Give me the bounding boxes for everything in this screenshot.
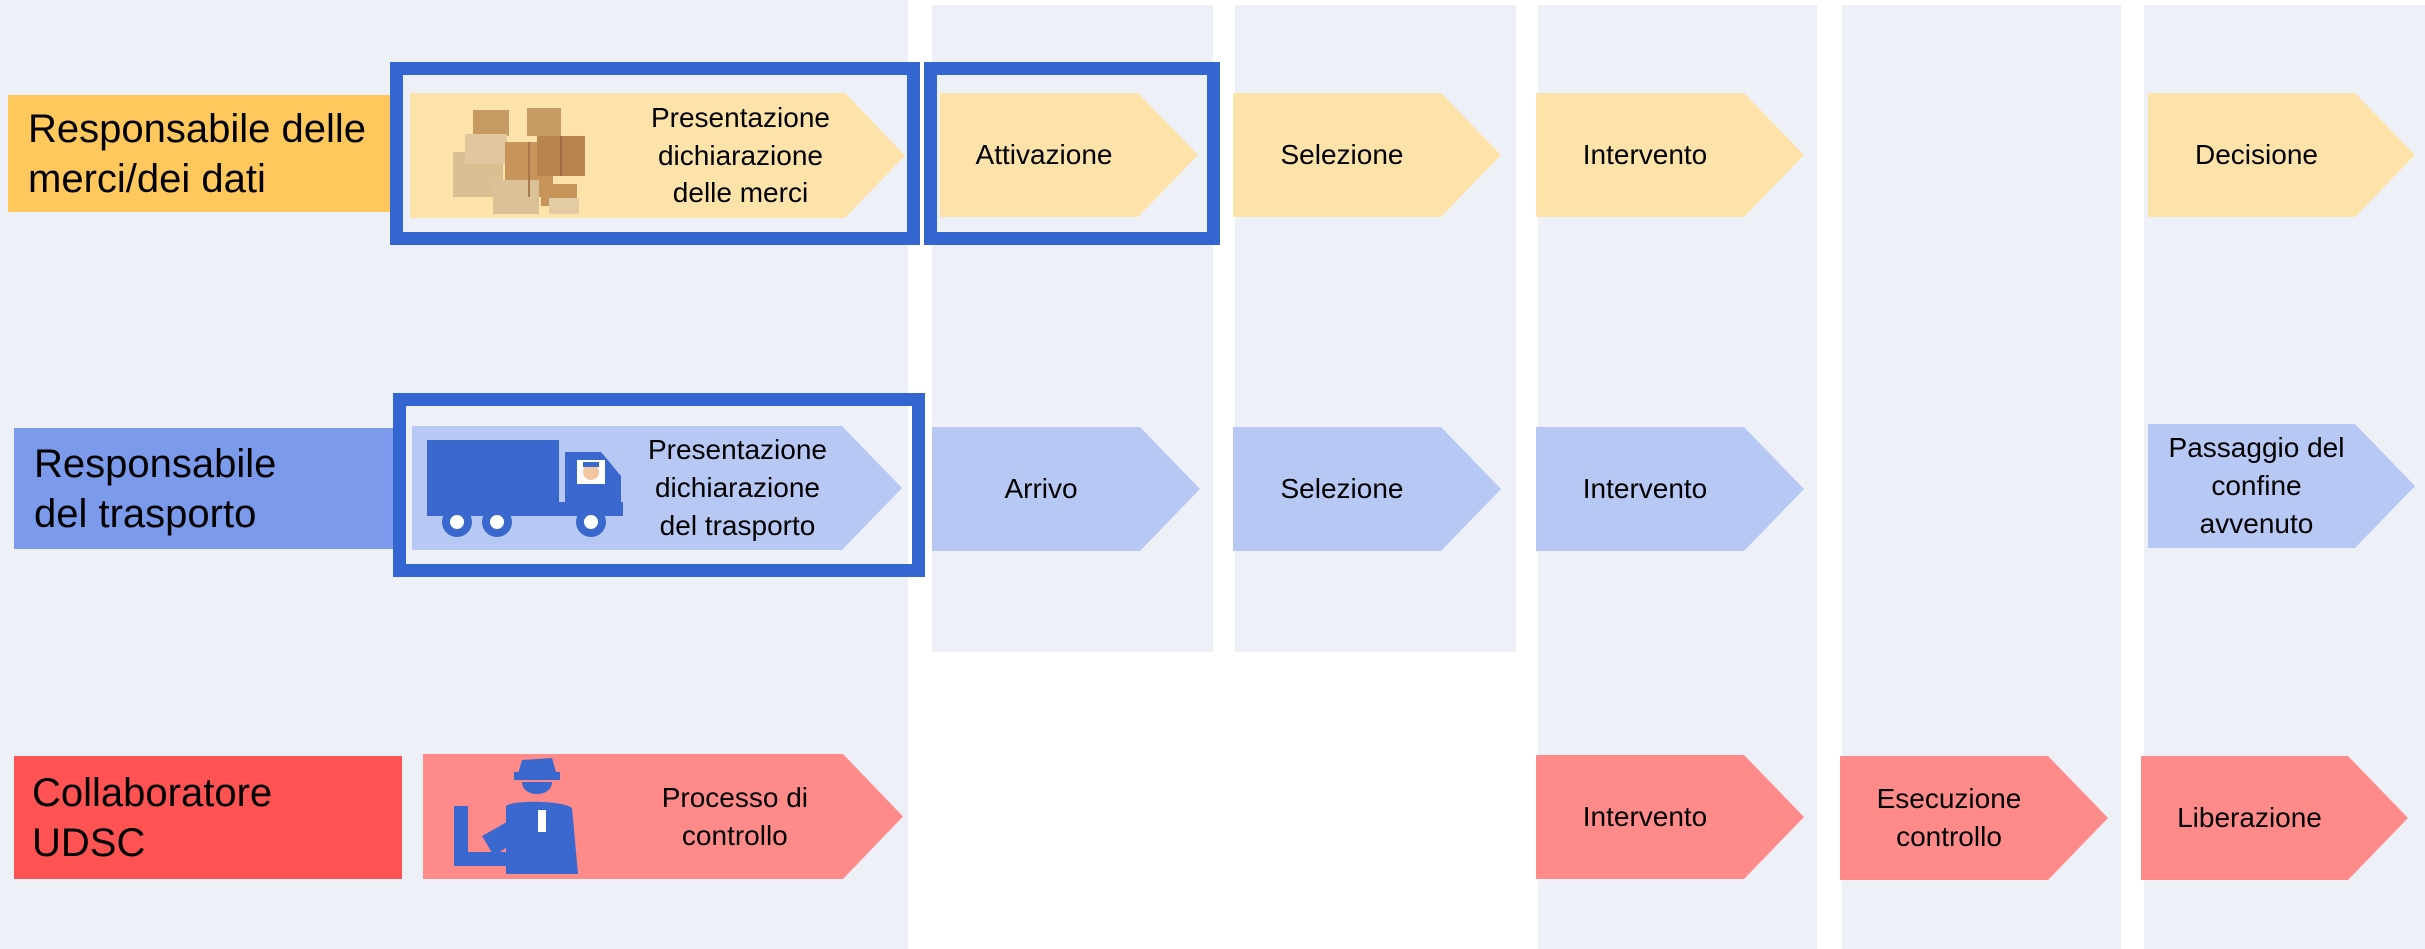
step-decision: Decisione [2148, 93, 2415, 217]
step-release: Liberazione [2141, 756, 2408, 880]
role-transport-responsible: Responsabile del trasporto [14, 428, 398, 549]
step-transport-intervention: Intervento [1536, 427, 1804, 551]
step-activation-label: Attivazione [975, 139, 1113, 171]
step-goods-intervention: Intervento [1536, 93, 1804, 217]
customs-officer-icon [452, 756, 586, 878]
step-goods-intervention-label: Intervento [1582, 139, 1708, 171]
highlight-goods-declaration [390, 62, 920, 245]
highlight-activation [924, 62, 1220, 245]
step-transport-selection-label: Selezione [1280, 473, 1404, 505]
role-transport-label: Responsabile del trasporto [34, 441, 277, 536]
step-activation: Attivazione [940, 93, 1198, 217]
highlight-transport-declaration [393, 393, 925, 577]
step-arrival-label: Arrivo [1004, 473, 1078, 505]
step-goods-selection-label: Selezione [1280, 139, 1404, 171]
role-customs-officer: Collaboratore UDSC [14, 756, 402, 879]
step-control-execution-label: Esecuzione controllo [1876, 783, 2022, 852]
step-release-label: Liberazione [2177, 802, 2322, 834]
truck-icon [425, 436, 627, 540]
step-transport-intervention-label: Intervento [1582, 473, 1708, 505]
step-customs-intervention: Intervento [1536, 755, 1804, 879]
role-goods-label: Responsabile delle merci/dei dati [28, 106, 367, 201]
step-decision-label: Decisione [2195, 139, 2318, 171]
step-border-passed: Passaggio del confine avvenuto [2148, 424, 2415, 548]
step-transport-selection: Selezione [1233, 427, 1501, 551]
step-goods-selection: Selezione [1233, 93, 1501, 217]
role-goods-responsible: Responsabile delle merci/dei dati [8, 95, 398, 212]
step-control-execution: Esecuzione controllo [1840, 756, 2108, 880]
step-control-process-label: Processo di controllo [661, 781, 808, 851]
step-arrival: Arrivo [932, 427, 1200, 551]
step-goods-declaration-label: Presentazione dichiarazione delle merci [650, 101, 830, 209]
step-border-passed-label: Passaggio del confine avvenuto [2168, 432, 2345, 539]
cardboard-boxes-icon [445, 102, 590, 217]
step-transport-declaration-label: Presentazione dichiarazione del trasport… [647, 434, 827, 541]
step-customs-intervention-label: Intervento [1582, 801, 1708, 833]
role-customs-label: Collaboratore UDSC [32, 770, 273, 865]
